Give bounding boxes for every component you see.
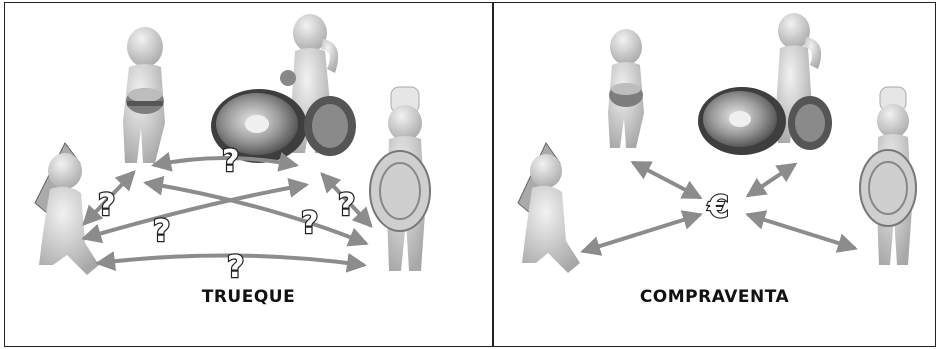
- question-mark: ?: [222, 144, 239, 179]
- compraventa-panel: € COMPRAVENTA: [493, 2, 936, 347]
- trueque-caption: TRUEQUE: [5, 287, 492, 307]
- figure-burger-holder: [608, 29, 644, 148]
- figure-crouching-fish: [35, 143, 99, 275]
- question-mark: ?: [227, 250, 244, 285]
- kiwi-fruit: [698, 87, 832, 155]
- question-mark: ?: [338, 188, 355, 223]
- trueque-panel: ? ? ? ? ? ? TRUEQUE: [4, 2, 493, 347]
- figure-burger-holder: [123, 27, 165, 163]
- question-marks: ? ? ? ? ? ?: [98, 144, 355, 285]
- figure-chef: [370, 87, 430, 271]
- figure-chef: [860, 87, 916, 265]
- question-mark: ?: [301, 206, 318, 241]
- euro-symbol: €: [707, 190, 729, 225]
- compraventa-caption: COMPRAVENTA: [494, 287, 935, 307]
- figure-crouching-fish: [518, 143, 580, 273]
- question-mark: ?: [153, 214, 170, 249]
- question-mark: ?: [98, 188, 115, 223]
